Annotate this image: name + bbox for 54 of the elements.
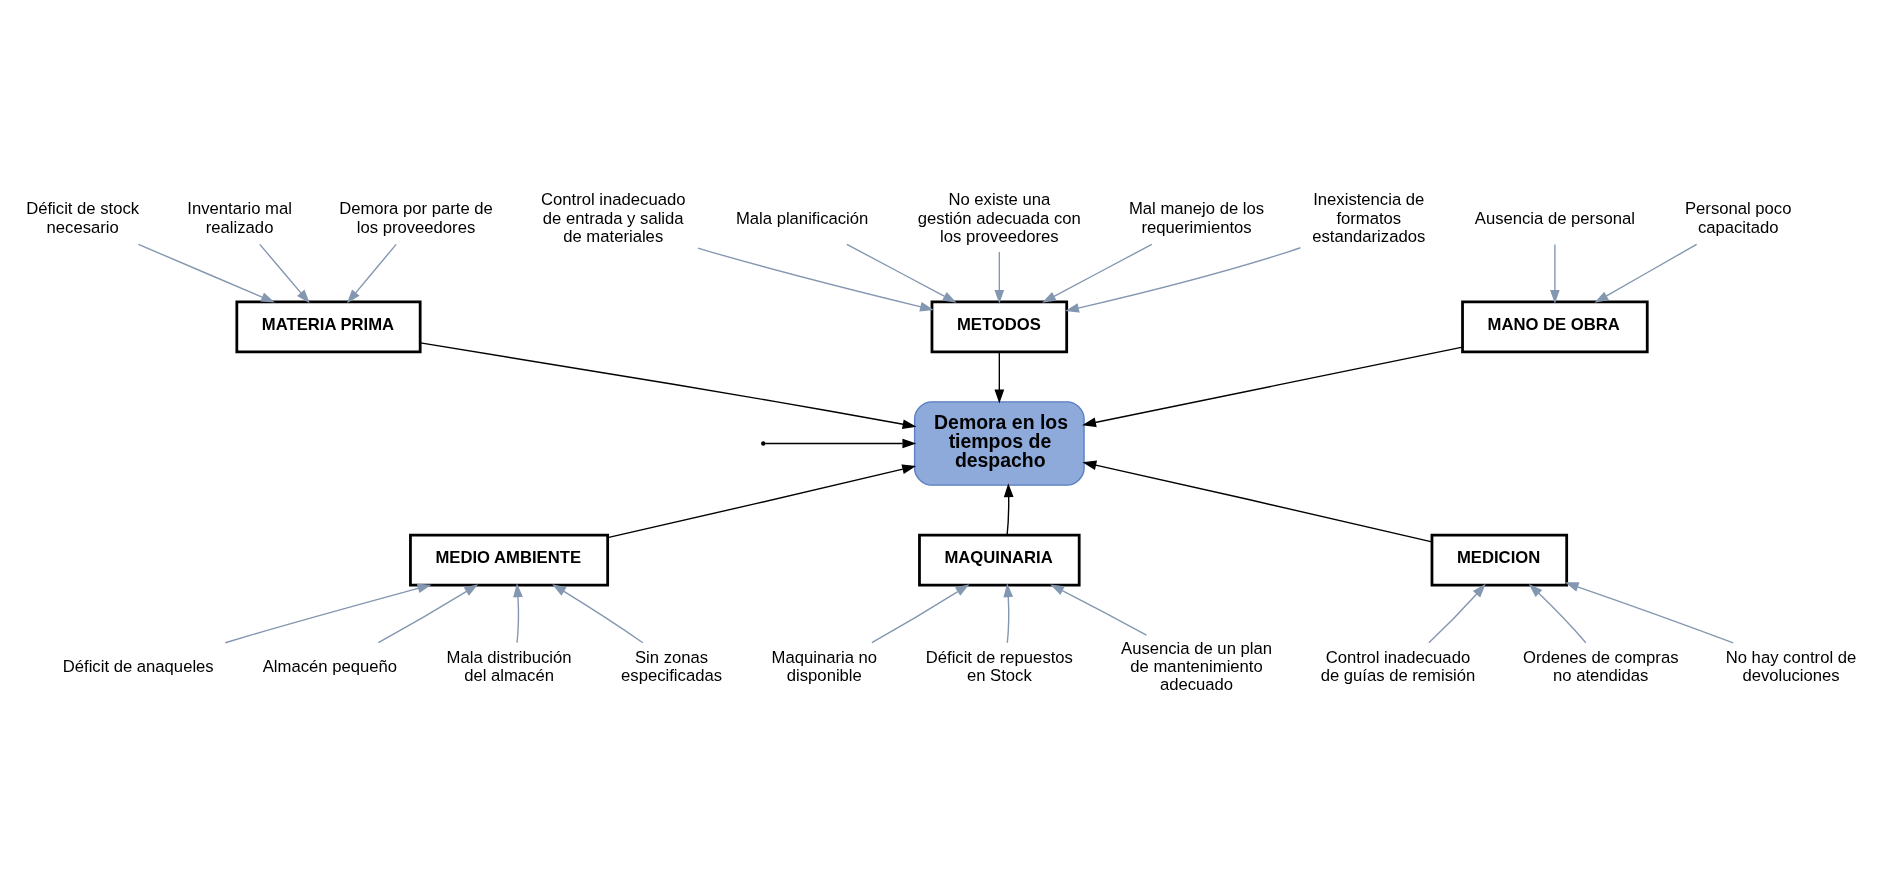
arrow — [696, 246, 934, 311]
node-text: Déficit de repuestos en Stock — [925, 647, 1073, 685]
arrow — [993, 250, 1004, 304]
arrow — [1528, 583, 1586, 643]
node-box: MAQUINARIA — [917, 533, 1081, 587]
arrow — [870, 583, 969, 643]
arrow — [512, 582, 523, 643]
node-text: Demora por parte de los proveedores — [338, 198, 493, 237]
node-text: Déficit de stock necesario — [25, 198, 139, 237]
arrow — [551, 583, 643, 643]
arrow — [1064, 246, 1301, 313]
node-text: Almacén pequeño — [262, 656, 397, 676]
node-box: MANO DE OBRA — [1460, 299, 1649, 353]
node-box: MATERIA PRIMA — [234, 299, 422, 353]
arrow — [993, 351, 1004, 403]
arrow — [419, 341, 916, 429]
node-text: No hay control de devoluciones — [1725, 647, 1856, 685]
node-text: Ordenes de compras no atendidas — [1522, 647, 1678, 685]
arrow — [1003, 482, 1014, 536]
node-box: MEDICION — [1430, 533, 1568, 587]
node-text: Ausencia de un plan de mantenimiento adecuado — [1120, 638, 1272, 694]
node-text: Mala planificación — [735, 208, 868, 227]
arrow — [137, 243, 275, 303]
node-text: Control inadecuado de guías de remisión — [1320, 647, 1475, 685]
arrow — [763, 438, 916, 448]
arrow — [1049, 583, 1147, 636]
node-text: Inventario mal realizado — [186, 198, 292, 237]
arrow — [1594, 243, 1697, 303]
arrow — [377, 583, 478, 643]
node-text: Control inadecuado de entrada y salida de materiales — [540, 189, 685, 246]
arrow — [845, 243, 957, 303]
node-text: Maquinaria no disponible — [771, 647, 877, 685]
node-text: Ausencia de personal — [1474, 208, 1635, 227]
node-box: MEDIO AMBIENTE — [408, 533, 609, 587]
arrow — [1564, 581, 1734, 643]
arrow — [1081, 459, 1433, 543]
arrow — [258, 243, 310, 303]
node-box: METODOS — [930, 299, 1068, 353]
node-text: Inexistencia de formatos estandarizados — [1311, 189, 1425, 246]
arrow — [1427, 583, 1486, 643]
arrow — [1081, 345, 1463, 427]
arrow — [1041, 243, 1152, 303]
arrow — [346, 243, 397, 303]
node-text: Mala distribución del almacén — [446, 647, 572, 685]
arrow — [224, 583, 431, 643]
node-text: Personal poco capacitado — [1684, 198, 1791, 237]
arrow — [1549, 243, 1560, 304]
node-text: Déficit de anaqueles — [62, 656, 214, 676]
node-text: Mal manejo de los requerimientos — [1128, 198, 1264, 237]
node-box: Demora en los tiempos de despacho — [913, 400, 1085, 486]
arrow — [606, 463, 916, 538]
node-text: No existe una gestión adecuada con los proveedores — [917, 189, 1081, 246]
node-text: Sin zonas especificadas — [620, 647, 722, 685]
arrow — [1002, 582, 1013, 643]
